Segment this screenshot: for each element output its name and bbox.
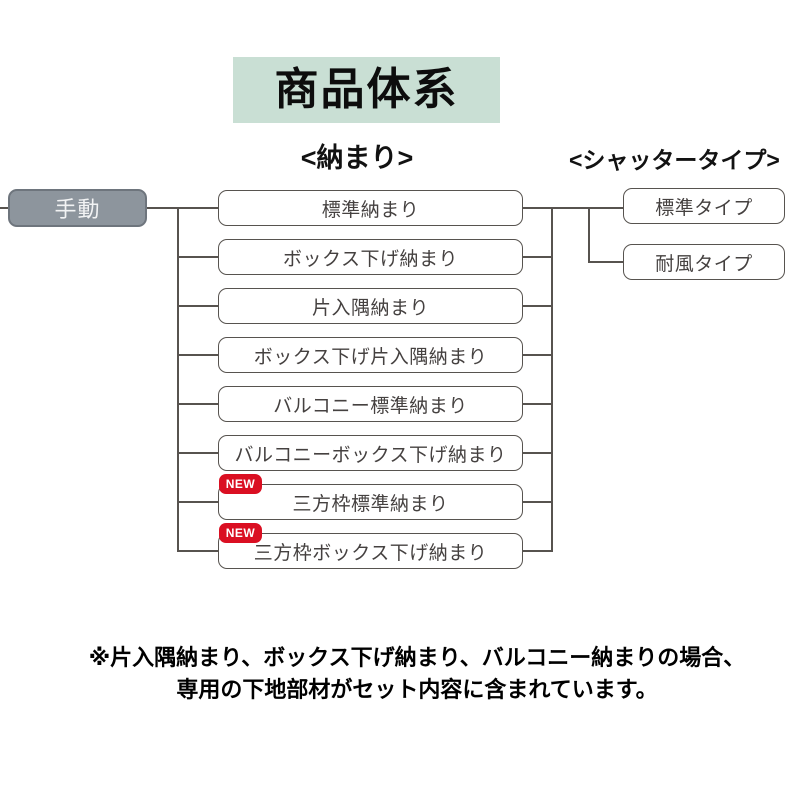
- footnote-line-1: ※片入隅納まり、ボックス下げ納まり、バルコニー納まりの場合、: [88, 645, 746, 670]
- connector-branch: [523, 550, 552, 552]
- new-badge: NEW: [219, 474, 262, 494]
- connector-root-to-trunk: [147, 207, 178, 209]
- node-label: バルコニー標準納まり: [273, 395, 468, 417]
- diagram-title: 商品体系: [274, 65, 459, 114]
- node-label: ボックス下げ納まり: [283, 248, 458, 270]
- node-manual: 手動: [8, 189, 147, 227]
- footnote: ※片入隅納まり、ボックス下げ納まり、バルコニー納まりの場合、 専用の下地部材がセ…: [34, 642, 800, 706]
- connector-branch: [177, 207, 218, 209]
- osamari-node-balcony-standard: バルコニー標準納まり: [218, 386, 523, 422]
- connector-branch: [177, 501, 218, 503]
- node-label: バルコニーボックス下げ納まり: [234, 444, 507, 466]
- osamari-node-box-lowered: ボックス下げ納まり: [218, 239, 523, 275]
- connector-branch: [523, 501, 552, 503]
- connector-branch: [177, 305, 218, 307]
- connector-branch: [177, 403, 218, 405]
- osamari-node-three-side-frame-standard: 三方枠標準納まり: [218, 484, 523, 520]
- connector-branch: [523, 403, 552, 405]
- osamari-node-box-lowered-single-corner: ボックス下げ片入隅納まり: [218, 337, 523, 373]
- connector-left-trunk: [177, 207, 179, 552]
- connector-right-trunk: [551, 207, 553, 552]
- new-badge-label: NEW: [225, 477, 256, 491]
- connector-to-wind-type: [588, 261, 625, 263]
- connector-branch: [177, 452, 218, 454]
- osamari-node-balcony-box-lowered: バルコニーボックス下げ納まり: [218, 435, 523, 471]
- osamari-node-single-corner: 片入隅納まり: [218, 288, 523, 324]
- connector-branch: [523, 207, 552, 209]
- node-label: 片入隅納まり: [311, 297, 429, 319]
- new-badge: NEW: [219, 523, 262, 543]
- node-label: 標準タイプ: [655, 197, 753, 219]
- node-manual-label: 手動: [54, 197, 101, 222]
- node-label: 標準納まり: [321, 199, 420, 221]
- column-header-osamari: <納まり>: [300, 143, 414, 173]
- node-label: 三方枠ボックス下げ納まり: [253, 542, 488, 564]
- connector-branch: [523, 305, 552, 307]
- connector-branch: [177, 256, 218, 258]
- osamari-node-standard: 標準納まり: [218, 190, 523, 226]
- connector-branch: [523, 354, 552, 356]
- osamari-node-three-side-frame-box-lowered: 三方枠ボックス下げ納まり: [218, 533, 523, 569]
- connector-branch: [523, 452, 552, 454]
- shutter-type-node-wind-resistant: 耐風タイプ: [623, 244, 785, 280]
- connector-branch: [177, 550, 218, 552]
- diagram-title-box: 商品体系: [233, 57, 500, 123]
- node-label: 三方枠標準納まり: [292, 493, 449, 515]
- footnote-line-2: 専用の下地部材がセット内容に含まれています。: [176, 677, 658, 702]
- connector-branch: [177, 354, 218, 356]
- node-label: 耐風タイプ: [655, 253, 753, 275]
- new-badge-label: NEW: [225, 526, 256, 540]
- connector-shutter-vertical: [588, 207, 590, 263]
- node-label: ボックス下げ片入隅納まり: [253, 346, 488, 368]
- shutter-type-node-standard: 標準タイプ: [623, 188, 785, 224]
- column-header-shutter-type: <シャッタータイプ>: [569, 147, 780, 173]
- connector-branch: [523, 256, 552, 258]
- connector-edge-stub: [0, 207, 8, 209]
